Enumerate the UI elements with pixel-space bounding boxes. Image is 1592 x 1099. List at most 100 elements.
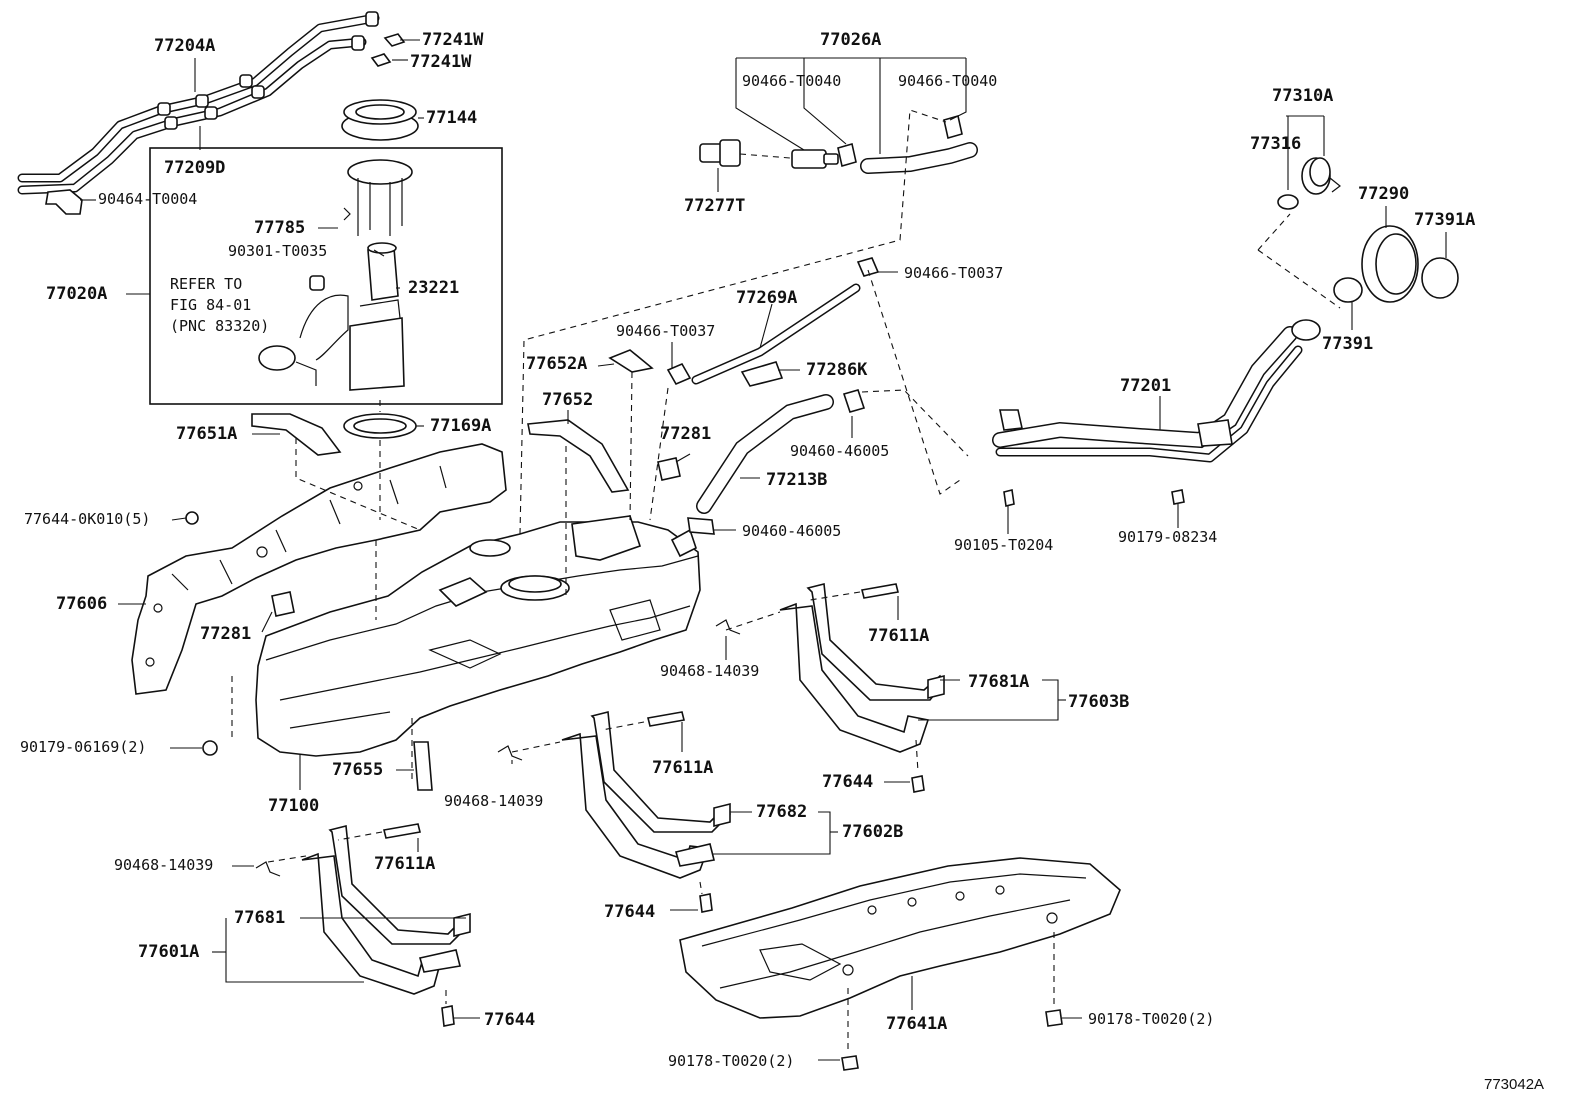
clip-90468-14039-right — [715, 619, 741, 635]
label-90178-t0020-bottom: 90178-T0020(2) — [668, 1052, 795, 1070]
strap-77602b — [561, 711, 731, 879]
clamp-90466-t0037-a — [666, 362, 692, 386]
label-77602b: 77602B — [842, 822, 904, 842]
label-90466-t0040-b: 90466-T0040 — [898, 72, 998, 90]
clip-77241w-a — [383, 33, 406, 47]
label-90468-14039-left: 90468-14039 — [114, 856, 214, 874]
label-77269a: 77269A — [736, 288, 798, 308]
label-77611a-right: 77611A — [868, 626, 930, 646]
bolt-90179-08234 — [1171, 489, 1185, 505]
label-77652a: 77652A — [526, 354, 588, 374]
label-90464-t0004: 90464-T0004 — [98, 190, 198, 208]
label-77391: 77391 — [1322, 334, 1374, 354]
bolt-77644-left — [441, 1005, 455, 1027]
gasket-77169a — [343, 413, 417, 439]
fuel-line-77204a — [17, 11, 380, 195]
label-90460-46005-b: 90460-46005 — [742, 522, 842, 540]
refer-note-line-2: FIG 84-01 — [170, 296, 252, 314]
label-77144: 77144 — [426, 108, 478, 128]
label-77316: 77316 — [1250, 134, 1302, 154]
clip-90468-14039-middle — [497, 745, 523, 761]
clamp-90460-46005-b — [687, 517, 715, 535]
clamp-77281-lower — [271, 591, 295, 617]
nut-90179-06169 — [202, 740, 218, 756]
label-77169a: 77169A — [430, 416, 492, 436]
bolt-77611a-left — [383, 823, 421, 839]
fuel-pump-assembly-box — [149, 147, 503, 405]
valve-77277t — [699, 139, 839, 169]
label-77655: 77655 — [332, 760, 384, 780]
label-90179-08234: 90179-08234 — [1118, 528, 1218, 546]
clamp-77281-upper — [657, 457, 681, 481]
fuel-tank-77100 — [255, 515, 701, 757]
nut-77644-0k010 — [185, 511, 199, 525]
refer-note-line-3: (PNC 83320) — [170, 317, 270, 335]
clamp-90464-t0004 — [45, 189, 83, 215]
hose-77269a — [691, 283, 861, 385]
label-77310a: 77310A — [1272, 86, 1334, 106]
gasket-77391a — [1421, 257, 1459, 299]
leader-lines — [80, 39, 1447, 1061]
clamp-90466-t0037-b — [856, 257, 880, 277]
label-77655 — [413, 741, 433, 791]
label-90179-06169: 90179-06169(2) — [20, 738, 147, 756]
label-77651a: 77651A — [176, 424, 238, 444]
label-77606: 77606 — [56, 594, 108, 614]
diagram-reference-code: 773042A — [1484, 1076, 1545, 1093]
label-90468-14039-middle: 90468-14039 — [444, 792, 544, 810]
label-77290: 77290 — [1358, 184, 1410, 204]
label-77644-middle: 77644 — [604, 902, 656, 922]
filler-pipe-77201 — [992, 319, 1321, 463]
label-77644-0k010: 77644-0K010(5) — [24, 510, 151, 528]
bolt-90105-t0204 — [1003, 489, 1015, 507]
clip-90468-14039-left — [255, 861, 281, 877]
clamp-90460-46005-a — [842, 389, 866, 413]
bolt-90178-t0020-right — [1045, 1009, 1063, 1027]
label-77213b: 77213B — [766, 470, 828, 490]
retainer-ring-77144 — [341, 99, 419, 141]
label-77785: 77785 — [254, 218, 306, 238]
label-77201: 77201 — [1120, 376, 1172, 396]
heat-insulator-77606 — [131, 443, 507, 695]
label-77281-upper: 77281 — [660, 424, 712, 444]
label-77281-lower: 77281 — [200, 624, 252, 644]
label-77611a-left: 77611A — [374, 854, 436, 874]
label-77641a: 77641A — [886, 1014, 948, 1034]
under-cover-77641a — [679, 857, 1121, 1019]
hose-77213b — [696, 394, 834, 514]
bolt-77611a-right — [861, 583, 899, 599]
label-77391a: 77391A — [1414, 210, 1476, 230]
fuel-cap-77316 — [1277, 157, 1341, 210]
strap-77601a — [301, 825, 471, 995]
strap-77603b — [779, 583, 945, 753]
clamp-90466-t0040-b — [943, 114, 963, 140]
refer-note: REFER TO FIG 84-01 (PNC 83320) — [170, 274, 269, 337]
label-90105-t0204: 90105-T0204 — [954, 536, 1054, 554]
label-77644-right: 77644 — [822, 772, 874, 792]
label-77603b: 77603B — [1068, 692, 1130, 712]
label-90460-46005-a: 90460-46005 — [790, 442, 890, 460]
hose-77026a — [860, 142, 978, 174]
refer-note-line-1: REFER TO — [170, 275, 243, 293]
protector-77651a — [251, 413, 342, 456]
clamp-77286k — [740, 361, 784, 387]
label-77644-left: 77644 — [484, 1010, 536, 1030]
label-90301-t0035: 90301-T0035 — [228, 242, 328, 260]
label-77286k: 77286K — [806, 360, 868, 380]
fuel-pump-module — [258, 159, 413, 391]
label-77601a: 77601A — [138, 942, 200, 962]
bolt-90178-t0020-bottom — [841, 1055, 859, 1071]
clip-77241w-b — [370, 53, 392, 67]
label-90468-14039-right: 90468-14039 — [660, 662, 760, 680]
label-90466-t0040-a: 90466-T0040 — [742, 72, 842, 90]
label-77209d: 77209D — [164, 158, 226, 178]
ring-77391 — [1333, 277, 1363, 303]
label-90178-t0020-right: 90178-T0020(2) — [1088, 1010, 1215, 1028]
label-77241w-a: 77241W — [422, 30, 484, 50]
label-77681a: 77681A — [968, 672, 1030, 692]
protector-77652 — [527, 419, 630, 493]
label-77100: 77100 — [268, 796, 320, 816]
bolt-77611a-middle — [647, 711, 685, 727]
clamp-90466-t0040-a — [837, 142, 857, 168]
